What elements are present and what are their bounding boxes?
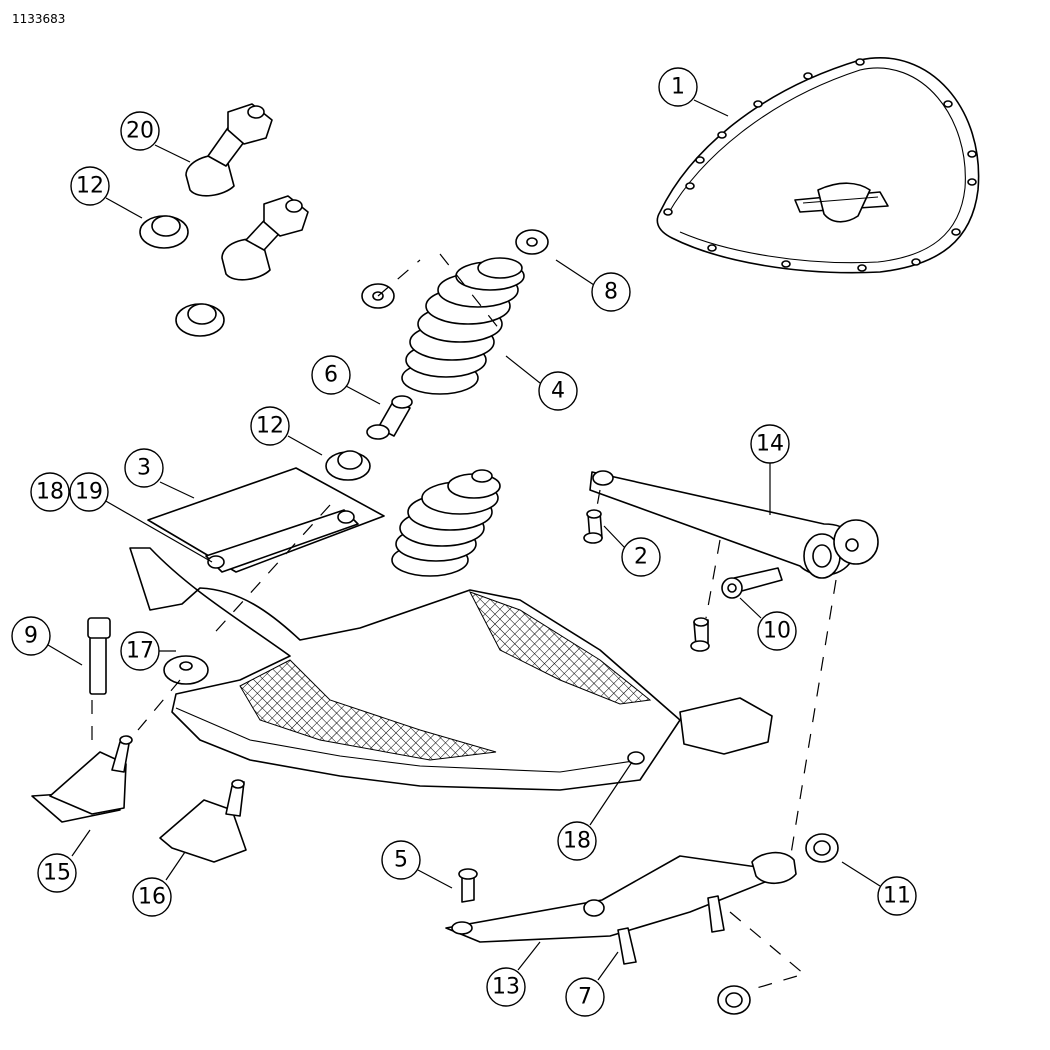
callout-18-right: 18 [557,821,597,861]
lower-link-part [445,851,797,943]
callout-6: 6 [311,355,351,395]
sleeve-part [583,509,710,652]
frame-arm-part [589,470,879,579]
drawing-number: 1133683 [12,12,66,26]
svg-text:19: 19 [75,480,103,505]
bushing-part [717,833,839,1015]
callout-16: 16 [132,877,172,917]
callout-2: 2 [621,537,661,577]
callout-12-mid: 12 [250,406,290,446]
callouts: 1 20 12 8 6 4 12 3 [11,67,917,1017]
stud-part [87,617,111,695]
svg-text:6: 6 [324,363,338,388]
svg-text:8: 8 [604,280,618,305]
seat-bracket-part [147,467,385,573]
pin-part [458,868,725,965]
svg-text:9: 9 [24,624,38,649]
svg-text:1: 1 [671,75,685,100]
callout-10: 10 [757,611,797,651]
svg-text:10: 10 [763,619,791,644]
coil-spring-part [391,257,525,577]
svg-text:4: 4 [551,379,565,404]
shoulder-bolt-part [185,103,309,281]
svg-text:12: 12 [256,414,284,439]
svg-text:17: 17 [126,639,154,664]
svg-text:20: 20 [126,119,154,144]
right-mount-bracket-part [159,779,247,863]
callout-9: 9 [11,616,51,656]
svg-text:7: 7 [578,985,592,1010]
callout-leaders [47,99,881,981]
svg-text:18: 18 [36,480,64,505]
callout-5: 5 [381,840,421,880]
seat-rivet-holes [663,58,977,272]
callout-8: 8 [591,272,631,312]
callout-12-top: 12 [70,166,110,206]
callout-18-left: 18 [30,472,70,512]
svg-text:15: 15 [43,861,71,886]
callout-13: 13 [486,967,526,1007]
callout-20: 20 [120,111,160,151]
seat-base-frame-part [129,547,773,791]
svg-text:2: 2 [634,545,648,570]
left-mount-bracket-part [31,735,133,823]
svg-text:18: 18 [563,829,591,854]
svg-text:5: 5 [394,848,408,873]
callout-1: 1 [658,67,698,107]
svg-text:11: 11 [883,884,911,909]
svg-text:3: 3 [137,456,151,481]
callout-19: 19 [69,472,109,512]
rubber-grommet-part [139,215,371,481]
seat-pan-part [656,57,980,274]
callout-7: 7 [565,977,605,1017]
callout-15: 15 [37,853,77,893]
svg-text:12: 12 [76,174,104,199]
bar-and-shield-emblem [794,182,889,223]
svg-text:13: 13 [492,975,520,1000]
bolt-part [721,567,783,599]
callout-3: 3 [124,448,164,488]
callout-14: 14 [750,424,790,464]
svg-text:14: 14 [756,432,784,457]
callout-17: 17 [120,631,160,671]
assembly-guide-lines [91,253,837,991]
mount-washer-part [163,655,209,685]
svg-text:16: 16 [138,885,166,910]
callout-11: 11 [877,876,917,916]
callout-4: 4 [538,371,578,411]
spring-post-part [366,395,413,440]
